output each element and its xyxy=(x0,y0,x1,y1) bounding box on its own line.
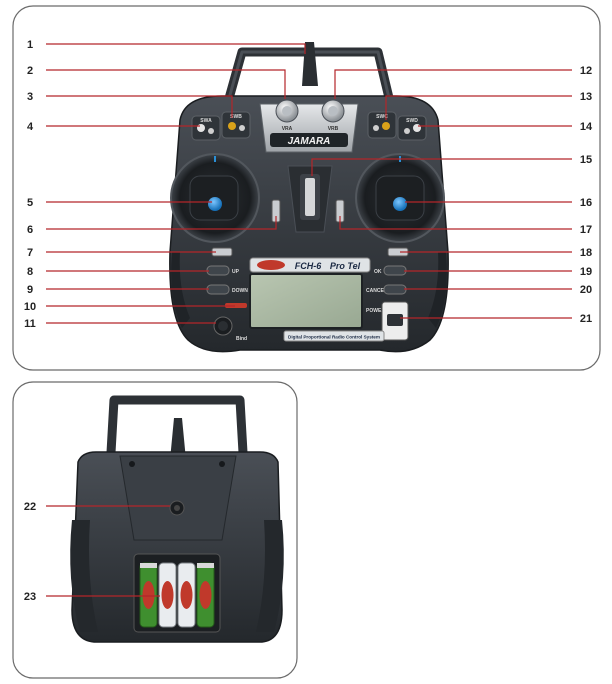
label-vrb: VRB xyxy=(328,126,339,132)
callout-7: 7 xyxy=(27,247,33,259)
label-swb: SWB xyxy=(230,114,242,120)
callout-11: 11 xyxy=(24,318,36,330)
callout-13: 13 xyxy=(580,91,592,103)
back-carry-handle xyxy=(105,395,249,471)
power-switch[interactable] xyxy=(387,314,403,326)
series-badge: Pro Tel xyxy=(330,261,361,271)
callout-1: 1 xyxy=(27,39,33,51)
button-ok[interactable] xyxy=(383,265,407,276)
callout-9: 9 xyxy=(27,284,33,296)
label-up: UP xyxy=(232,269,240,275)
callout-16: 16 xyxy=(580,197,592,209)
label-down: DOWN xyxy=(232,288,248,294)
switch-swa[interactable] xyxy=(197,124,205,132)
button-down[interactable] xyxy=(206,284,230,295)
callout-5: 5 xyxy=(27,197,33,209)
callout-numbers-left: 1 2 3 4 5 6 7 8 9 10 11 xyxy=(24,39,36,330)
callout-4: 4 xyxy=(27,121,34,133)
center-slider[interactable] xyxy=(305,178,315,216)
lcd-screen xyxy=(249,273,363,329)
sub-caption: Digital Proportional Radio Control Syste… xyxy=(288,335,380,340)
brand-plate: JAMARA xyxy=(288,136,331,147)
left-stick[interactable] xyxy=(208,197,222,211)
switch-swd[interactable] xyxy=(413,124,421,132)
callout-21: 21 xyxy=(580,313,592,325)
callout-19: 19 xyxy=(580,266,592,278)
callout-18: 18 xyxy=(580,247,592,259)
power-led xyxy=(225,303,247,308)
callout-22: 22 xyxy=(24,501,36,513)
jamara-logo xyxy=(257,260,285,270)
callout-lines-back xyxy=(46,505,170,597)
label-swa: SWA xyxy=(200,118,212,124)
callout-3: 3 xyxy=(27,91,33,103)
label-swc: SWC xyxy=(376,114,388,120)
callout-8: 8 xyxy=(27,266,33,278)
button-up[interactable] xyxy=(206,265,230,276)
callout-15: 15 xyxy=(580,154,592,166)
button-cancel[interactable] xyxy=(383,284,407,295)
antenna xyxy=(302,42,318,86)
switch-swc[interactable] xyxy=(382,122,390,130)
callout-12: 12 xyxy=(580,65,592,77)
callout-numbers-right: 12 13 14 15 16 17 18 19 20 21 xyxy=(580,65,593,325)
label-swd: SWD xyxy=(406,118,418,124)
label-vra: VRA xyxy=(282,126,293,132)
label-bind: Bind xyxy=(236,336,247,342)
brand-plate-bg xyxy=(270,133,348,147)
back-body xyxy=(71,451,283,643)
callout-14: 14 xyxy=(580,121,593,133)
label-ok: OK xyxy=(374,269,382,275)
batteries xyxy=(139,562,215,628)
callout-6: 6 xyxy=(27,224,33,236)
callout-17: 17 xyxy=(580,224,592,236)
callout-23: 23 xyxy=(24,591,36,603)
label-cancel: CANCEL xyxy=(366,288,387,294)
label-power: POWER xyxy=(366,308,385,314)
transmitter-back xyxy=(70,395,284,643)
model-badge: FCH-6 xyxy=(295,261,322,271)
callout-numbers-back: 22 23 xyxy=(24,501,36,603)
callout-lines-front xyxy=(46,43,572,324)
callout-20: 20 xyxy=(580,284,592,296)
right-stick[interactable] xyxy=(393,197,407,211)
callout-2: 2 xyxy=(27,65,33,77)
callout-10: 10 xyxy=(24,301,36,313)
switch-swb[interactable] xyxy=(228,122,236,130)
